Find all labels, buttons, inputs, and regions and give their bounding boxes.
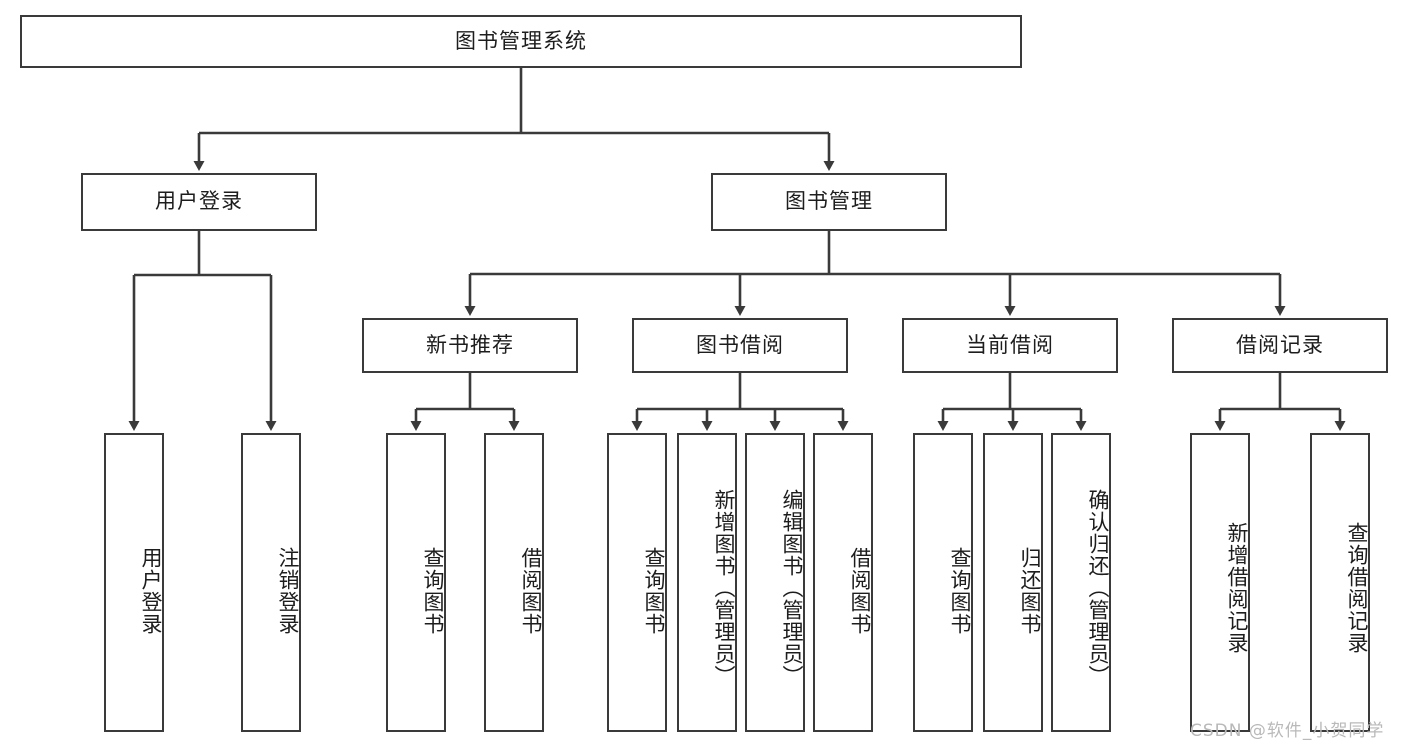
node-leaf-11[interactable]: 新增借阅记录 bbox=[1190, 433, 1250, 732]
node-label: 用户登录 bbox=[155, 189, 243, 214]
node-leaf-1[interactable]: 注销登录 bbox=[241, 433, 301, 732]
node-label: 新书推荐 bbox=[426, 332, 514, 357]
node-level2-1[interactable]: 图书借阅 bbox=[632, 318, 848, 373]
node-leaf-6[interactable]: 编辑图书（管理员） bbox=[745, 433, 805, 732]
node-root[interactable]: 图书管理系统 bbox=[20, 15, 1022, 68]
node-level2-0[interactable]: 新书推荐 bbox=[362, 318, 578, 373]
node-level1-0[interactable]: 用户登录 bbox=[81, 173, 317, 231]
node-label: 借阅记录 bbox=[1236, 332, 1324, 357]
node-label: 注销登录 bbox=[276, 546, 300, 635]
node-label: 查询图书 bbox=[421, 546, 445, 635]
node-label: 图书借阅 bbox=[696, 332, 784, 357]
node-label: 图书管理 bbox=[785, 189, 873, 214]
node-leaf-8[interactable]: 查询图书 bbox=[913, 433, 973, 732]
node-label: 编辑图书（管理员） bbox=[780, 488, 804, 687]
node-leaf-10[interactable]: 确认归还（管理员） bbox=[1051, 433, 1111, 732]
node-leaf-7[interactable]: 借阅图书 bbox=[813, 433, 873, 732]
node-label: 归还图书 bbox=[1018, 546, 1042, 635]
node-leaf-12[interactable]: 查询借阅记录 bbox=[1310, 433, 1370, 732]
node-label: 查询借阅记录 bbox=[1345, 521, 1369, 654]
node-label: 借阅图书 bbox=[519, 546, 543, 635]
node-leaf-9[interactable]: 归还图书 bbox=[983, 433, 1043, 732]
node-leaf-4[interactable]: 查询图书 bbox=[607, 433, 667, 732]
node-leaf-3[interactable]: 借阅图书 bbox=[484, 433, 544, 732]
node-label: 借阅图书 bbox=[848, 546, 872, 635]
node-label: 新增借阅记录 bbox=[1225, 521, 1249, 654]
node-label: 查询图书 bbox=[948, 546, 972, 635]
node-level1-1[interactable]: 图书管理 bbox=[711, 173, 947, 231]
node-label: 查询图书 bbox=[642, 546, 666, 635]
node-leaf-2[interactable]: 查询图书 bbox=[386, 433, 446, 732]
node-leaf-5[interactable]: 新增图书（管理员） bbox=[677, 433, 737, 732]
node-root-label: 图书管理系统 bbox=[455, 28, 587, 53]
node-label: 用户登录 bbox=[139, 546, 163, 635]
node-label: 确认归还（管理员） bbox=[1086, 488, 1110, 687]
node-leaf-0[interactable]: 用户登录 bbox=[104, 433, 164, 732]
node-label: 新增图书（管理员） bbox=[712, 488, 736, 687]
node-label: 当前借阅 bbox=[966, 332, 1054, 357]
node-level2-2[interactable]: 当前借阅 bbox=[902, 318, 1118, 373]
watermark: CSDN @软件_小贺同学 bbox=[1190, 721, 1385, 741]
node-level2-3[interactable]: 借阅记录 bbox=[1172, 318, 1388, 373]
